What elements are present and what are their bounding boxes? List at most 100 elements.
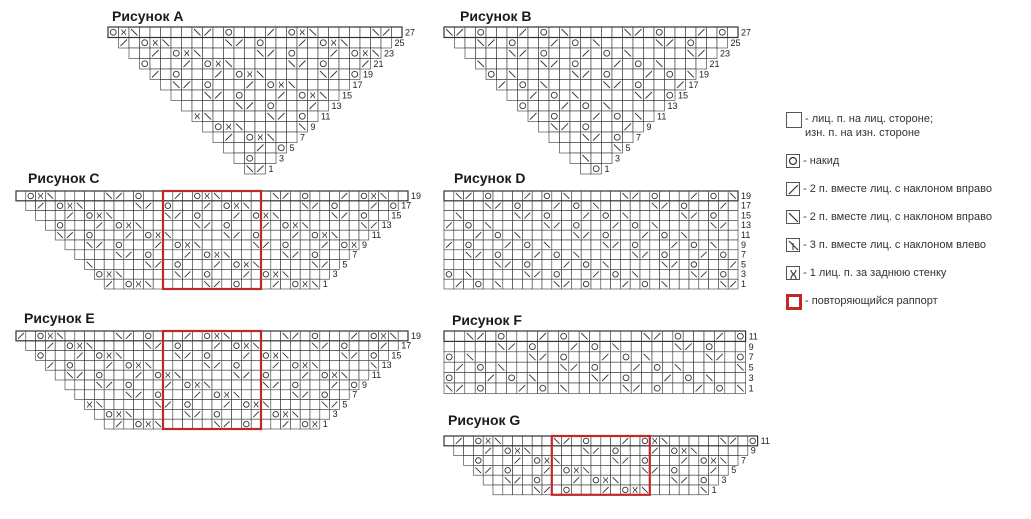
yarn-over-icon xyxy=(512,200,523,211)
yarn-over-icon xyxy=(502,445,513,456)
yarn-over-icon xyxy=(152,369,164,381)
stitch-cell xyxy=(578,361,590,373)
stitch-cell xyxy=(202,47,214,59)
yarn-over-icon xyxy=(685,37,697,49)
stitch-cell xyxy=(380,37,392,49)
stitch-cell xyxy=(527,37,539,49)
k2tog-backslash-icon xyxy=(290,389,301,400)
yarn-over-icon xyxy=(231,340,242,351)
stitch-cell xyxy=(84,249,95,260)
twisted-stitch-icon xyxy=(299,360,311,371)
k2tog-right-slash-icon xyxy=(35,200,46,211)
stitch-cell xyxy=(309,409,321,420)
stitch-cell xyxy=(547,382,559,394)
stitch-cell xyxy=(492,210,504,221)
stitch-cell xyxy=(571,269,582,280)
k2tog-right-slash-icon xyxy=(485,37,497,49)
stitch-cell xyxy=(610,249,621,260)
stitch-cell xyxy=(181,100,193,112)
stitch-cell xyxy=(698,220,709,231)
stitch-cell xyxy=(45,210,56,221)
k2tog-backslash-icon xyxy=(538,79,550,91)
stitch-cell xyxy=(664,58,676,70)
chart-e-title: Рисунок Е xyxy=(24,310,95,326)
stitch-cell xyxy=(601,131,613,143)
yarn-over-icon xyxy=(296,89,308,101)
k2tog-backslash-icon xyxy=(143,360,154,371)
yarn-over-icon xyxy=(538,47,550,59)
stitch-cell xyxy=(568,372,580,384)
yarn-over-icon xyxy=(113,220,125,231)
stitch-cell xyxy=(172,360,183,371)
stitch-cell xyxy=(201,409,213,420)
k2tog-right-slash-icon xyxy=(133,369,144,381)
stitch-cell xyxy=(280,369,291,381)
stitch-cell xyxy=(718,465,729,476)
stitch-cell xyxy=(589,351,601,363)
k2tog-backslash-icon xyxy=(309,360,321,371)
k2tog-backslash-icon xyxy=(672,341,684,353)
stitch-cell xyxy=(94,259,105,270)
stitch-cell xyxy=(319,350,330,361)
yarn-over-icon xyxy=(659,229,670,241)
stitch-cell xyxy=(113,210,125,221)
stitch-cell xyxy=(482,210,494,221)
stitch-cell xyxy=(548,47,560,59)
yarn-over-icon xyxy=(482,190,494,202)
yarn-over-icon xyxy=(286,26,298,38)
k2tog-backslash-icon xyxy=(708,239,719,251)
k2tog-right-slash-icon xyxy=(693,382,705,394)
k2tog-backslash-icon xyxy=(734,382,746,394)
legend-k2tog-backslash-text: - 2 п. вместе лиц. с наклоном вправо xyxy=(803,211,992,223)
stitch-cell xyxy=(54,210,66,221)
stitch-cell xyxy=(139,26,151,38)
stitch-cell xyxy=(643,26,655,38)
stitch-cell xyxy=(610,372,622,384)
k2tog-right-slash-icon xyxy=(181,79,193,91)
stitch-cell xyxy=(643,110,655,122)
twisted-stitch-icon xyxy=(94,210,105,221)
k2tog-right-slash-icon xyxy=(233,37,245,49)
yarn-over-icon xyxy=(659,249,670,260)
stitch-cell xyxy=(569,47,581,59)
stitch-cell xyxy=(182,389,193,400)
k2tog-right-slash-icon xyxy=(561,278,572,290)
stitch-cell xyxy=(309,210,321,221)
stitch-cell xyxy=(580,37,592,49)
stitch-cell xyxy=(463,229,474,241)
twisted-stitch-icon xyxy=(254,131,266,143)
yarn-over-icon xyxy=(192,210,203,221)
stitch-cell xyxy=(290,210,301,221)
stitch-cell xyxy=(622,100,634,112)
stitch-cell xyxy=(653,68,665,80)
row-number: 13 xyxy=(382,220,392,230)
stitch-cell xyxy=(551,465,562,476)
row-number: 13 xyxy=(332,101,342,111)
stitch-cell xyxy=(649,239,660,251)
stitch-cell xyxy=(254,26,266,38)
stitch-cell xyxy=(580,26,592,38)
yarn-over-icon xyxy=(35,350,46,361)
stitch-cell xyxy=(620,200,631,211)
stitch-cell xyxy=(162,269,174,280)
k2tog-right-slash-icon xyxy=(260,239,272,251)
yarn-over-icon xyxy=(495,330,507,342)
stitch-cell xyxy=(201,229,213,241)
k2tog-right-slash-icon xyxy=(568,341,580,353)
stitch-cell xyxy=(453,269,464,280)
stitch-cell xyxy=(561,445,572,456)
stitch-cell xyxy=(162,330,174,342)
k2tog-backslash-icon xyxy=(280,249,291,260)
stitch-cell xyxy=(482,239,494,251)
stitch-cell xyxy=(571,455,582,466)
k2tog-backslash-icon xyxy=(551,435,562,447)
stitch-cell xyxy=(202,68,214,80)
stitch-cell xyxy=(45,200,56,211)
yarn-over-icon xyxy=(192,190,203,202)
stitch-cell xyxy=(250,369,262,381)
twisted-stitch-icon xyxy=(786,266,800,280)
stitch-cell xyxy=(241,249,252,260)
